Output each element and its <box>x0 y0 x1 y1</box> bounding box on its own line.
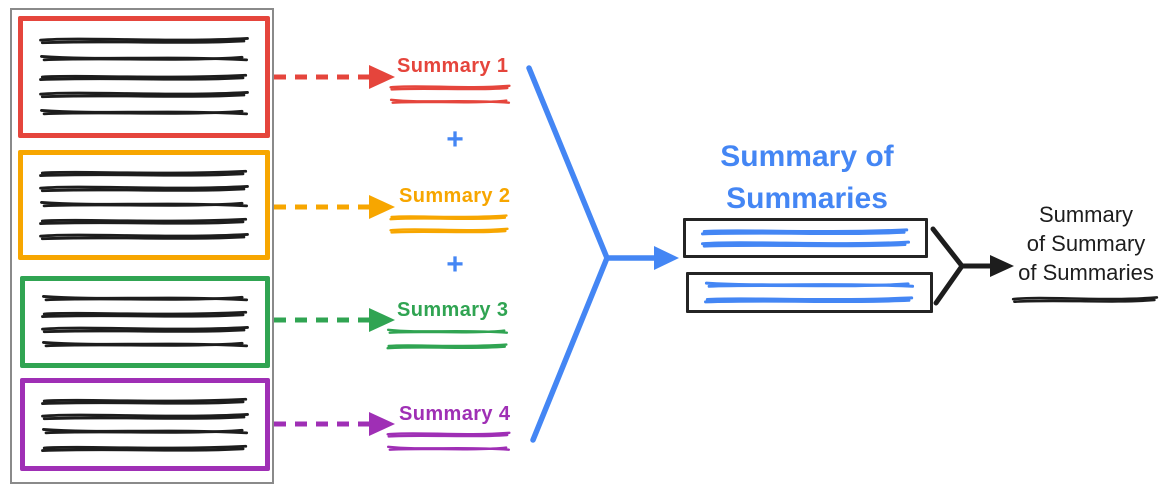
text-line-scribble <box>36 35 252 47</box>
text-line-scribble <box>36 89 252 101</box>
text-line-scribble <box>36 183 252 195</box>
text-line-scribble <box>38 308 252 320</box>
title-line-1: Summary of <box>720 140 894 173</box>
text-line-scribble <box>1010 294 1160 306</box>
text-line-scribble <box>701 294 918 305</box>
text-line-scribble <box>388 212 510 222</box>
summary-of-summaries-box-2 <box>686 272 933 313</box>
text-line-scribble <box>388 97 512 107</box>
text-line-scribble <box>385 444 512 454</box>
plus-operator-2: + <box>446 248 464 281</box>
summary-3-label: Summary 3 <box>397 299 509 321</box>
text-line-scribble <box>36 215 252 227</box>
text-line-scribble <box>38 339 252 351</box>
summary-of-summaries-box-1 <box>683 218 928 258</box>
document-section-3 <box>20 276 270 368</box>
title-line-2: Summaries <box>726 182 888 215</box>
text-line-scribble <box>388 226 510 236</box>
text-line-scribble <box>698 226 913 237</box>
text-line-scribble <box>698 239 913 250</box>
text-line-scribble <box>36 71 252 83</box>
document-section-4 <box>20 378 270 471</box>
text-line-scribble <box>38 442 252 454</box>
dashed-arrow-section1-to-summary1 <box>274 65 395 89</box>
summary-4-scribble <box>385 430 512 454</box>
text-line-scribble <box>38 293 252 305</box>
summary-1-scribble <box>388 83 512 107</box>
text-line-scribble <box>38 324 252 336</box>
text-line-scribble <box>36 231 252 243</box>
final-summary-label: Summary of Summary of Summaries <box>1006 200 1166 287</box>
blue-merge-arrow <box>526 65 679 443</box>
summary-4-label: Summary 4 <box>399 403 511 425</box>
text-line-scribble <box>38 426 252 438</box>
text-line-scribble <box>385 327 510 337</box>
text-line-scribble <box>701 280 918 291</box>
text-line-scribble <box>36 53 252 65</box>
dashed-arrow-section2-to-summary2 <box>274 195 395 219</box>
text-line-scribble <box>385 341 510 351</box>
text-line-scribble <box>36 107 252 119</box>
text-line-scribble <box>38 411 252 423</box>
text-line-scribble <box>388 83 512 93</box>
dashed-arrow-section3-to-summary3 <box>274 308 395 332</box>
summary-2-scribble <box>388 212 510 236</box>
final-label-line-3: of Summaries <box>1018 260 1154 285</box>
text-line-scribble <box>38 395 252 407</box>
final-label-line-1: Summary <box>1038 202 1134 227</box>
document-section-1 <box>18 16 270 138</box>
text-line-scribble <box>36 167 252 179</box>
black-merge-arrow <box>930 226 1014 306</box>
plus-operator-1: + <box>446 123 464 156</box>
summary-3-scribble <box>385 327 510 351</box>
summary-1-label: Summary 1 <box>397 55 509 77</box>
dashed-arrow-section4-to-summary4 <box>274 412 395 436</box>
summary-of-summaries-title: Summary of Summaries <box>692 136 922 220</box>
final-summary-scribble <box>1010 294 1160 306</box>
final-label-line-2: of Summary <box>1026 231 1146 256</box>
document-section-2 <box>18 150 270 260</box>
text-line-scribble <box>385 430 512 440</box>
summary-2-label: Summary 2 <box>399 185 511 207</box>
text-line-scribble <box>36 199 252 211</box>
